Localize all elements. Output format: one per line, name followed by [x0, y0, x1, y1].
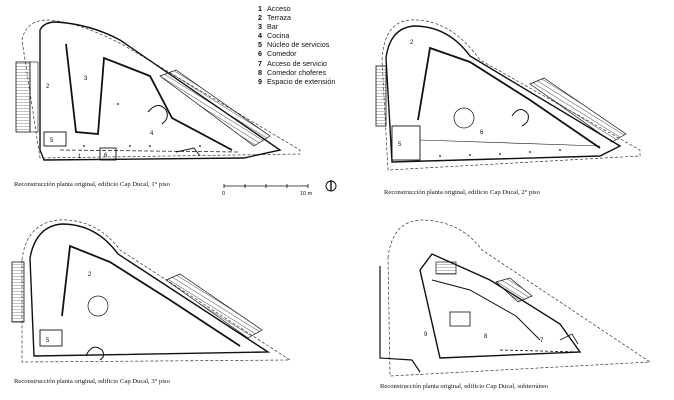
- plan1-label-1: 1: [78, 154, 82, 160]
- legend-item-number: 8: [258, 67, 262, 77]
- legend-item-label: Espacio de extensión: [267, 76, 336, 86]
- scale-zero-label: 0: [222, 191, 226, 197]
- plan-basement: 9 8 7: [379, 219, 652, 377]
- plan3-label-5: 5: [46, 338, 50, 344]
- plan-1st-floor: 2 3 4 1 5 6: [15, 19, 337, 192]
- plan3-label-2: 2: [88, 272, 92, 278]
- caption-plan-2nd-floor: Reconstrucción planta original, edificio…: [384, 189, 540, 196]
- caption-plan-3rd-floor: Reconstrucción planta original, edificio…: [14, 378, 170, 385]
- legend-item-number: 9: [258, 76, 262, 86]
- north-arrow-icon: [325, 180, 337, 192]
- legend-item: 8 Comedor choferes: [258, 68, 335, 77]
- legend-item-label: Comedor: [267, 49, 297, 59]
- legend-item: 2 Terraza: [258, 13, 335, 22]
- legend-item-label: Comedor choferes: [267, 67, 327, 77]
- legend-item-number: 4: [258, 31, 262, 41]
- plan-2nd-floor: 2 5 6: [375, 19, 641, 171]
- legend-item: 9 Espacio de extensión: [258, 77, 335, 86]
- legend-item: 3 Bar: [258, 22, 335, 31]
- plan1-label-5: 5: [50, 138, 54, 144]
- plan1-building-outline: [39, 21, 282, 161]
- legend-item-label: Cocina: [267, 31, 290, 41]
- legend-item: 5 Núcleo de servicios: [258, 40, 335, 49]
- legend-item: 4 Cocina: [258, 31, 335, 40]
- plan4-label-7: 7: [540, 338, 544, 344]
- scale-ten-label: 10 m: [300, 191, 313, 197]
- legend-item-number: 5: [258, 40, 262, 50]
- legend-item-label: Núcleo de servicios: [267, 40, 330, 50]
- legend-item-label: Bar: [267, 22, 279, 32]
- legend-item-label: Terraza: [267, 13, 291, 23]
- plan2-label-6: 6: [480, 130, 484, 136]
- legend-item-number: 6: [258, 49, 262, 59]
- plan4-label-8: 8: [484, 334, 488, 340]
- legend-item: 1 Acceso: [258, 4, 335, 13]
- legend: 1 Acceso 2 Terraza 3 Bar 4 Cocina 5 Núcleo de ser…: [258, 4, 335, 86]
- legend-item: 7 Acceso de servicio: [258, 59, 335, 68]
- caption-plan-1st-floor: Reconstrucción planta original, edificio…: [14, 181, 170, 188]
- plan2-label-5: 5: [398, 142, 402, 148]
- plan4-building-outline: [419, 253, 582, 359]
- plan1-site-outline: [21, 19, 301, 159]
- legend-item-number: 2: [258, 13, 262, 23]
- scale-bar: [223, 184, 309, 188]
- legend-item-number: 3: [258, 22, 262, 32]
- legend-item-number: 7: [258, 58, 262, 68]
- plan-3rd-floor: 2 5: [11, 219, 292, 363]
- plan1-label-4: 4: [150, 131, 154, 137]
- plan1-label-2: 2: [46, 84, 50, 90]
- legend-item: 6 Comedor: [258, 49, 335, 58]
- legend-item-label: Acceso: [267, 4, 291, 13]
- plan1-label-3: 3: [84, 76, 88, 82]
- legend-item-label: Acceso de servicio: [267, 58, 327, 68]
- plan2-label-2: 2: [410, 40, 414, 46]
- caption-plan-basement: Reconstrucción planta original, edificio…: [380, 383, 549, 390]
- plan1-label-6: 6: [104, 153, 108, 159]
- plan4-label-9: 9: [424, 332, 428, 338]
- plan3-building-outline: [29, 223, 271, 357]
- legend-item-number: 1: [258, 4, 262, 13]
- plan2-building-outline: [385, 25, 622, 163]
